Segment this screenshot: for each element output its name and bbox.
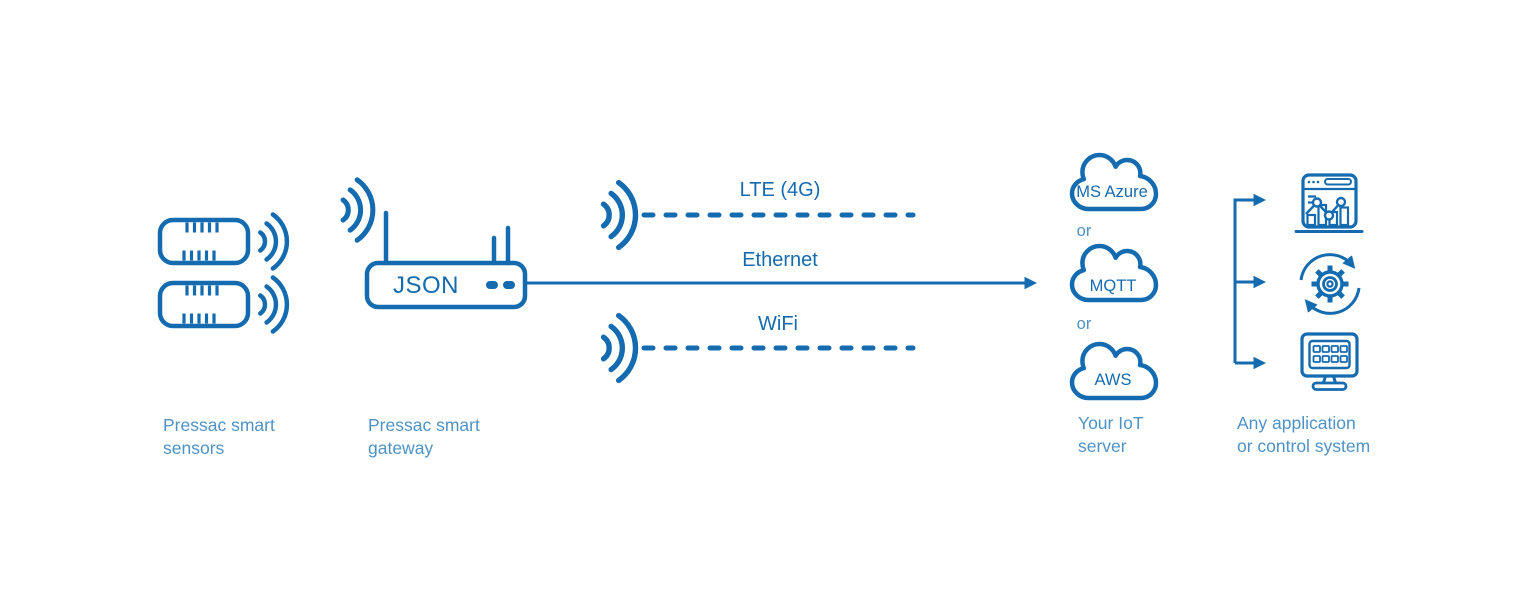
sensor-device-icon [160, 220, 248, 263]
caption-line: Any application [1237, 413, 1356, 433]
smart-sensors-group [160, 215, 287, 332]
control-panel-icon [1300, 332, 1359, 391]
lte-link-label: LTE (4G) [739, 179, 821, 201]
lte-signal-icon [604, 183, 636, 248]
caption-line: server [1078, 435, 1127, 456]
router-led-icon [503, 281, 515, 289]
wifi-signal-icon [604, 316, 636, 381]
sensor-signal-icon [260, 278, 287, 332]
router-led-icon [486, 281, 498, 289]
wifi-signal-icon [343, 180, 373, 240]
caption-line: Pressac smart [163, 415, 275, 435]
gear-icon [1311, 265, 1349, 303]
gateway-json-label: JSON [392, 272, 460, 299]
branch-connector [1233, 193, 1267, 370]
router-body-icon [364, 260, 528, 310]
sensor-device-icon [160, 283, 248, 326]
or-separator: or [1076, 222, 1092, 240]
caption-line: Pressac smart [368, 415, 480, 435]
analytics-dashboard-icon [1294, 173, 1364, 233]
cycle-arrow-icon [1299, 253, 1356, 281]
sensor-signal-icon [260, 215, 287, 269]
mqtt-cloud-label: MQTT [1089, 277, 1137, 295]
caption-line: or control system [1237, 435, 1371, 456]
applications-caption: Any application or control system [1237, 412, 1370, 457]
wifi-link-label: WiFi [758, 313, 798, 335]
caption-line: Your IoT [1078, 413, 1144, 433]
caption-line: gateway [368, 437, 434, 458]
or-separator: or [1076, 315, 1092, 333]
iot-server-caption: Your IoT server [1078, 412, 1144, 457]
sensors-caption: Pressac smart sensors [163, 414, 275, 459]
gateway-caption: Pressac smart gateway [368, 414, 480, 459]
azure-cloud-label: MS Azure [1076, 183, 1148, 201]
ethernet-link-label: Ethernet [742, 249, 818, 271]
process-automation-icon [1299, 253, 1361, 315]
cycle-arrow-icon [1304, 287, 1361, 315]
gateway-group [343, 180, 528, 310]
router-antennas-icon [383, 210, 511, 266]
caption-line: sensors [163, 437, 225, 458]
aws-cloud-label: AWS [1094, 371, 1132, 389]
